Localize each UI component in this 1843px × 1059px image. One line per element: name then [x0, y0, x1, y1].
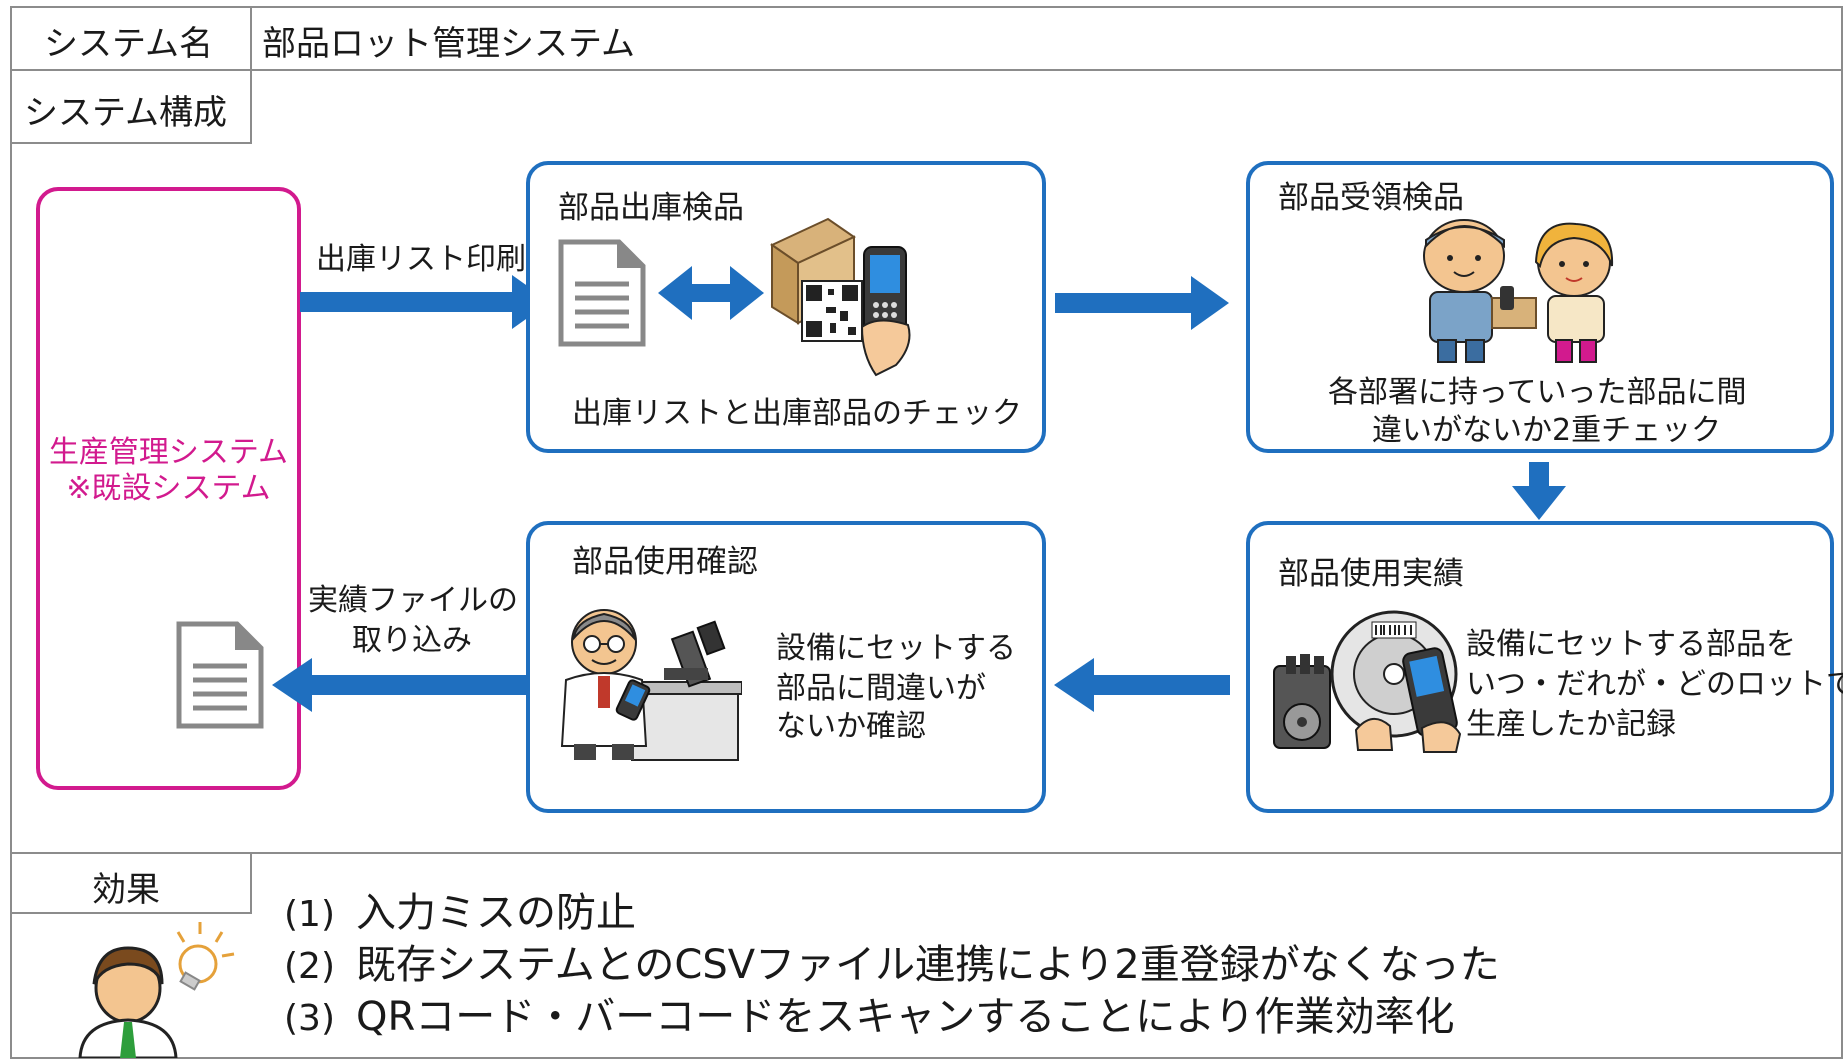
- receipt-inspection-title: 部品受領検品: [1278, 180, 1464, 216]
- effect-item-3: (3) QRコード・バーコードをスキャンすることにより作業効率化: [284, 984, 1454, 1042]
- shipping-inspection-box: [526, 161, 1046, 453]
- people-handover-icon: [1423, 219, 1614, 363]
- reel-scanner-icon: [1273, 610, 1462, 753]
- effect-item-1: (1) 入力ミスの防止: [284, 880, 636, 938]
- system-config-label: システム構成: [24, 93, 227, 133]
- qr-scanner-icon: [769, 217, 911, 377]
- print-list-arrow: [300, 275, 550, 329]
- import-results-label-2: 取り込み: [352, 623, 472, 658]
- system-name-label: システム名: [44, 24, 213, 64]
- shipping-inspection-caption: 出庫リストと出庫部品のチェック: [572, 396, 1022, 431]
- usage-record-caption-1: 設備にセットする部品を: [1466, 627, 1796, 662]
- header-divider: [10, 69, 1843, 71]
- effect-item-1-text: 入力ミスの防止: [356, 890, 636, 936]
- diagram-bottom-divider: [10, 852, 1843, 854]
- usage-record-caption-2: いつ・だれが・どのロットで: [1466, 667, 1843, 702]
- effect-item-2-num: (2): [284, 946, 335, 987]
- receipt-to-record-arrow: [1512, 462, 1566, 520]
- effects-label: 効果: [92, 870, 160, 910]
- shipping-to-receipt-arrow: [1055, 276, 1229, 330]
- import-results-label-1: 実績ファイルの: [308, 583, 518, 618]
- scientist-microscope-icon: [560, 609, 742, 761]
- print-list-label: 出庫リスト印刷: [316, 242, 526, 277]
- document-icon: [558, 239, 646, 347]
- system-config-cell: [10, 69, 252, 144]
- production-system-line2: ※既設システム: [66, 471, 271, 506]
- double-arrow-icon: [658, 266, 764, 320]
- production-system-box: [36, 187, 301, 790]
- idea-person-icon: [78, 922, 235, 1058]
- outer-frame: [10, 6, 1843, 1059]
- usage-record-title: 部品使用実績: [1278, 556, 1464, 592]
- effect-item-3-num: (3): [284, 998, 335, 1039]
- effects-label-cell: [10, 852, 252, 914]
- usage-confirm-caption-3: ないか確認: [776, 709, 926, 744]
- usage-confirm-title: 部品使用確認: [572, 544, 758, 580]
- usage-confirm-caption-2: 部品に間違いが: [776, 671, 986, 706]
- effect-item-1-num: (1): [284, 894, 335, 935]
- effect-item-2-text: 既存システムとのCSVファイル連携により2重登録がなくなった: [356, 942, 1500, 988]
- system-name-value: 部品ロット管理システム: [262, 24, 635, 64]
- shipping-inspection-title: 部品出庫検品: [558, 190, 744, 226]
- document-icon: [176, 621, 264, 729]
- receipt-inspection-box: [1246, 161, 1834, 453]
- usage-confirm-caption-1: 設備にセットする: [776, 631, 1016, 666]
- receipt-inspection-caption-1: 各部署に持っていった部品に間: [1328, 375, 1747, 410]
- import-results-arrow: [272, 658, 546, 712]
- record-to-confirm-arrow: [1054, 658, 1230, 712]
- effect-item-2: (2) 既存システムとのCSVファイル連携により2重登録がなくなった: [284, 932, 1500, 990]
- receipt-inspection-caption-2: 違いがないか2重チェック: [1372, 413, 1722, 448]
- header-label-divider: [250, 6, 252, 70]
- production-system-line1: 生産管理システム: [48, 435, 289, 470]
- effect-item-3-text: QRコード・バーコードをスキャンすることにより作業効率化: [356, 994, 1455, 1040]
- usage-record-caption-3: 生産したか記録: [1466, 707, 1676, 742]
